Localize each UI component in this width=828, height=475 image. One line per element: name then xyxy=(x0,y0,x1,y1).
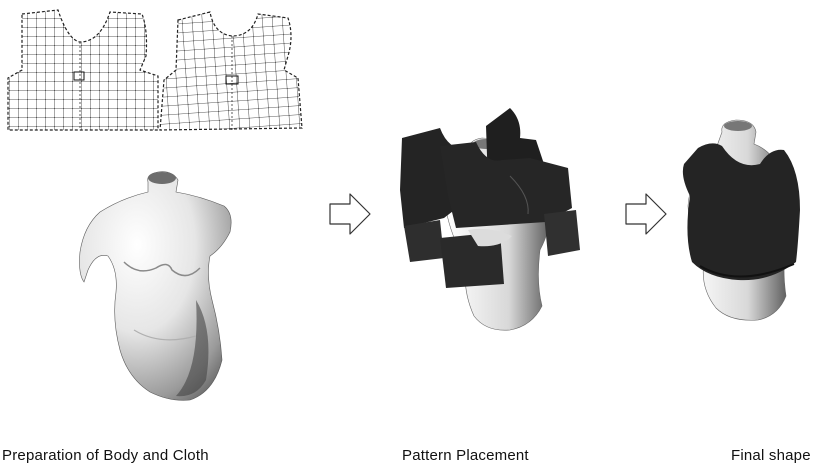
pattern-placement-figure xyxy=(400,108,580,330)
caption-preparation: Preparation of Body and Cloth xyxy=(2,447,209,464)
caption-pattern-placement: Pattern Placement xyxy=(402,447,529,464)
front-pattern-mesh xyxy=(8,10,158,130)
back-pattern-mesh xyxy=(160,12,302,130)
final-shape-figure xyxy=(683,120,800,320)
right-arrow-icon xyxy=(330,194,370,234)
right-arrow-icon xyxy=(626,194,666,234)
caption-final-shape: Final shape xyxy=(731,447,811,464)
mannequin-body xyxy=(80,172,232,401)
